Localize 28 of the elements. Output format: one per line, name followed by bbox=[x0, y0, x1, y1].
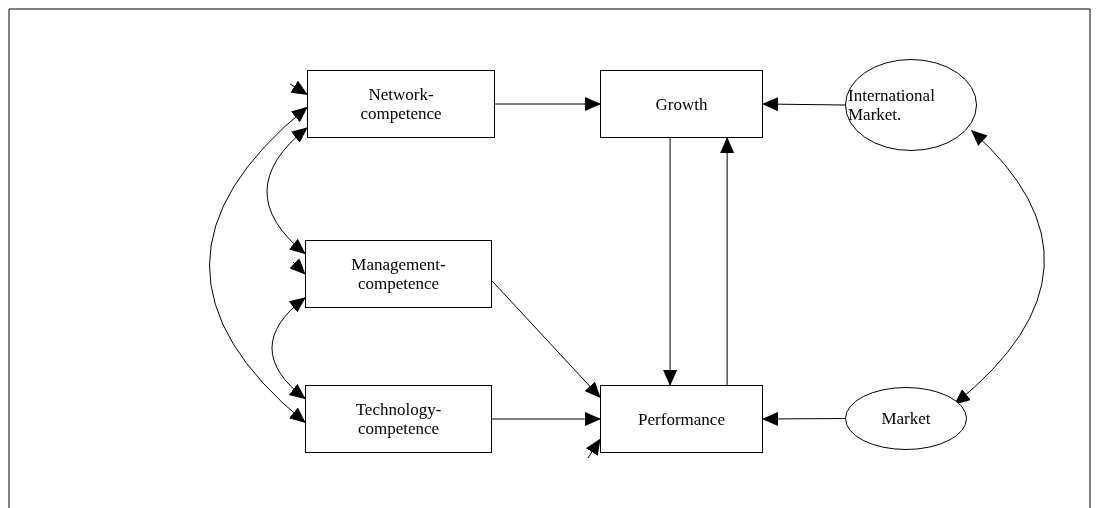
process-box bbox=[600, 385, 763, 453]
arrow bbox=[289, 258, 306, 275]
ellipse-node bbox=[845, 59, 977, 151]
node-label: Growth bbox=[655, 94, 708, 114]
arrow bbox=[762, 411, 846, 426]
arrow bbox=[762, 97, 846, 112]
process-box bbox=[307, 70, 495, 138]
arrow bbox=[289, 80, 308, 95]
node-label: International Market. bbox=[848, 86, 936, 124]
process-box bbox=[600, 70, 763, 138]
arrow bbox=[271, 297, 306, 400]
arrow bbox=[663, 137, 678, 386]
arrow bbox=[266, 127, 308, 255]
node-label: Market bbox=[881, 409, 931, 428]
arrow bbox=[209, 106, 308, 424]
node-label: Technology-competence bbox=[354, 400, 443, 438]
node-label: Management-competence bbox=[350, 255, 447, 293]
node-label: Network-competence bbox=[359, 85, 443, 123]
process-box bbox=[305, 240, 492, 308]
process-box bbox=[305, 385, 492, 453]
arrow bbox=[491, 412, 601, 426]
node-label: Performance bbox=[638, 409, 725, 429]
arrow bbox=[491, 280, 601, 398]
ellipse-node bbox=[845, 387, 967, 450]
arrow bbox=[720, 137, 735, 386]
arrow bbox=[586, 438, 601, 459]
arrow bbox=[954, 130, 1045, 405]
arrow bbox=[494, 97, 601, 111]
